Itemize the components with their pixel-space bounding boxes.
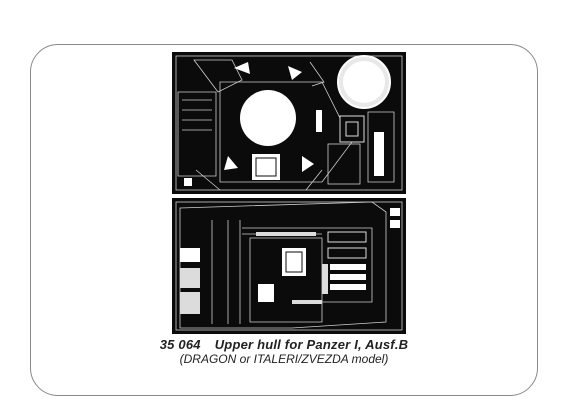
product-title-line: 35 064 Upper hull for Panzer I, Ausf.B [30, 337, 538, 352]
product-subtitle: (DRAGON or ITALERI/ZVEZDA model) [179, 352, 389, 366]
product-title: Upper hull for Panzer I, Ausf.B [214, 337, 409, 352]
photo-etched-fret-image [172, 52, 406, 334]
product-code: 35 064 [159, 337, 201, 352]
